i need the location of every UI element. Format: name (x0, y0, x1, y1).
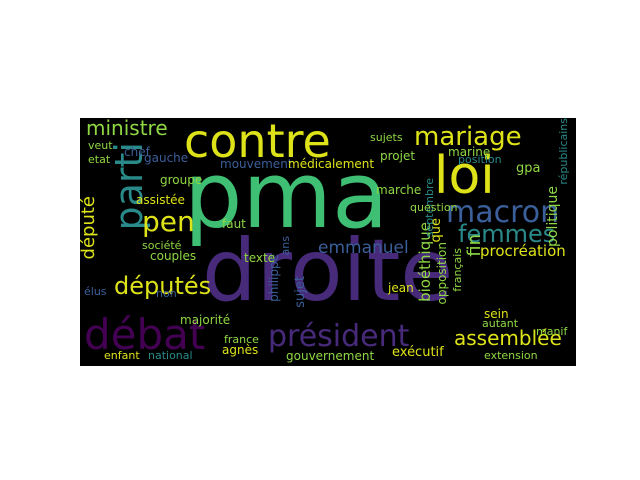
word-droite: droite (202, 221, 454, 321)
word-pma: pma (184, 142, 389, 249)
word-manif: manif (536, 325, 568, 338)
word-gpa: gpa (516, 161, 541, 176)
word-contre: contre (184, 118, 331, 168)
word-etat: etat (88, 153, 111, 166)
word-gauche: gauche (144, 151, 189, 165)
word-france: france (224, 333, 259, 346)
word-femmes: femmes (458, 220, 556, 248)
word-procreation: procréation (480, 242, 566, 260)
word-medicalement: médicalement (288, 157, 375, 171)
word-chef: chef (124, 145, 150, 159)
word-marine: marine (448, 145, 491, 159)
word-position: position (458, 153, 502, 166)
word-loi: loi (434, 146, 495, 206)
word-debat: débat (84, 310, 206, 359)
word-ministre: ministre (86, 118, 168, 140)
word-macron: macron (446, 195, 560, 230)
word-depute: député (80, 196, 99, 260)
word-groupe: groupe (160, 173, 203, 187)
word-veut: veut (88, 139, 113, 152)
word-national: national (148, 349, 193, 362)
word-societe: société (142, 239, 182, 252)
word-pen: pen (142, 205, 195, 238)
word-texte: texte (244, 251, 276, 265)
word-agnes: agnès (222, 343, 259, 357)
word-gouvernement: gouvernement (286, 349, 375, 363)
word-majorite: majorité (180, 313, 231, 327)
word-fin: fin (464, 234, 485, 257)
word-autant: autant (482, 317, 519, 330)
word-mariage: mariage (414, 122, 522, 152)
word-elus: élus (84, 285, 107, 298)
word-executif: exécutif (392, 345, 444, 360)
word-deputes: députés (114, 272, 212, 300)
word-que: que (429, 218, 444, 243)
word-opposition: opposition (435, 242, 449, 305)
word-enfant: enfant (104, 349, 140, 362)
word-assemblee: assemblée (454, 326, 562, 350)
word-republicains: républicains (557, 118, 570, 185)
word-ans: ans (279, 236, 292, 256)
word-francais: français (451, 248, 464, 292)
word-assistee: assistée (136, 193, 185, 207)
word-non: non (156, 287, 177, 300)
word-sujet: sujet (293, 276, 308, 308)
word-sujets: sujets (370, 131, 403, 144)
word-sein: sein (484, 307, 509, 321)
word-projet: projet (380, 149, 416, 163)
word-politique: politique (545, 186, 561, 247)
word-question: question (410, 201, 458, 214)
word-president: président (268, 319, 410, 354)
word-couples: couples (150, 249, 197, 263)
word-jean: jean (388, 281, 414, 295)
word-marche: marche (376, 183, 422, 197)
word-faut: faut (222, 217, 246, 231)
word-cloud: pma droite contre parti loi mariage macr… (80, 118, 576, 366)
word-emmanuel: emmanuel (318, 238, 409, 258)
word-mouvement: mouvement (220, 157, 293, 171)
word-extension: extension (484, 349, 538, 362)
